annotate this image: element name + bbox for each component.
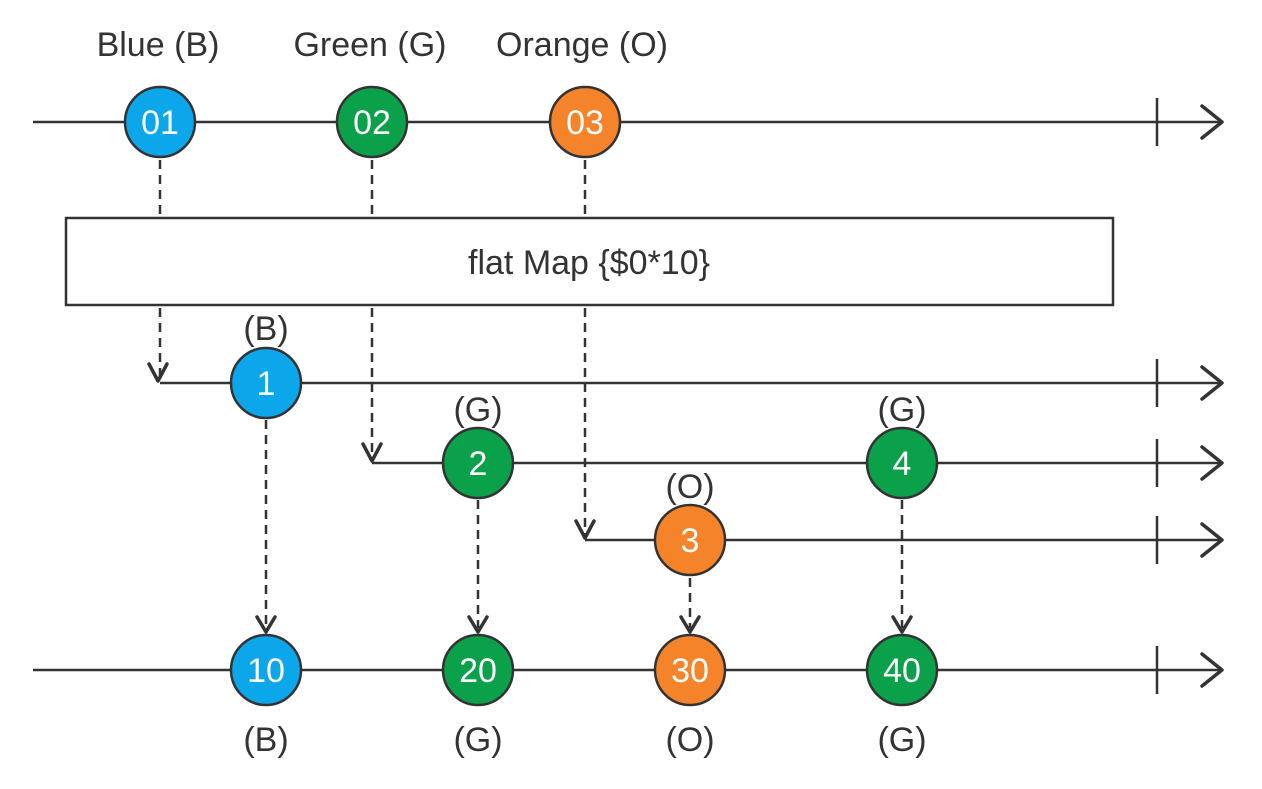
arrow-to-20 [467,615,489,634]
inner-blue-arrowhead [1200,365,1224,401]
output-arrowhead [1200,652,1224,688]
output-timeline: 10 (B) 20 (G) 30 (O) 40 (G) [33,633,1224,759]
inner-green-marble-2 [865,426,939,500]
source-marble-02-label: 02 [353,104,391,142]
inner-green-tag-1: (G) [453,391,502,429]
legend-green-label: Green (G) [293,26,446,64]
inner-green-marble-1-label: 2 [469,445,488,483]
inner-green-tag-2: (G) [877,391,926,429]
source-timeline [33,98,1224,146]
inner-blue-marble-label: 1 [257,365,276,403]
arrow-to-10 [255,615,277,634]
output-marble-10-label: 10 [247,652,285,690]
output-marble-30-label: 30 [671,652,709,690]
operator-rect [64,216,1115,307]
inner-blue-timeline: (B) 1 [147,308,1224,420]
inner-blue-marble [229,346,303,420]
legend-blue-label: Blue (B) [97,26,220,64]
source-marble-01: 01 [123,85,197,159]
inner-orange-arrow-in [574,519,596,540]
arrow-to-30 [679,615,701,634]
arrow-to-40 [891,615,913,634]
legend-orange-label: Orange (O) [496,26,668,64]
output-marble-30 [653,633,727,707]
output-tag-10: (B) [243,721,288,759]
inner-green-timeline: (G) 2 (G) 4 [361,308,1224,500]
inner-blue-tag: (B) [243,310,288,348]
inner-green-marble-1 [441,426,515,500]
source-marble-blue [123,85,197,159]
inner-blue-arrow-in [147,362,169,383]
inner-green-arrowhead [1200,445,1224,481]
source-marble-02: 02 [335,85,409,159]
source-marble-01-label: 01 [141,104,179,142]
output-marble-40-label: 40 [883,652,921,690]
inner-green-marble-2-label: 4 [893,445,912,483]
operator-box: flat Map {$0*10} [64,216,1115,307]
source-marble-03-label: 03 [566,104,604,142]
inner-green-arrow-in [361,442,383,463]
source-marble-orange [548,85,622,159]
output-marble-10 [229,633,303,707]
output-tag-30: (O) [665,721,714,759]
inner-orange-timeline: (O) 3 [574,308,1224,577]
inner-orange-marble [653,503,727,577]
inner-orange-marble-label: 3 [681,522,700,560]
source-marble-green [335,85,409,159]
inner-orange-tag: (O) [665,468,714,506]
source-marble-03: 03 [548,85,622,159]
output-tag-40: (G) [877,721,926,759]
source-arrowhead [1200,104,1224,140]
output-marble-20 [441,633,515,707]
output-marble-40 [865,633,939,707]
output-tag-20: (G) [453,721,502,759]
operator-label: flat Map {$0*10} [468,244,710,282]
inner-orange-arrowhead [1200,522,1224,558]
output-marble-20-label: 20 [459,652,497,690]
